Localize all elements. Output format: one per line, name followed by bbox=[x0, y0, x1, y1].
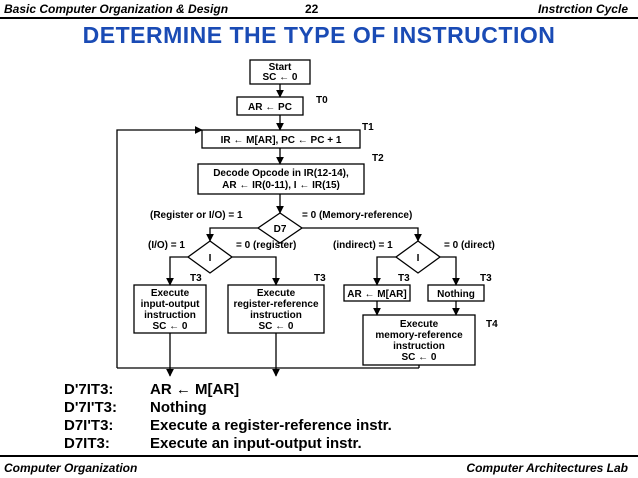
page-number: 22 bbox=[305, 2, 319, 16]
t3-io-label: T3 bbox=[190, 273, 202, 284]
exec-io-box bbox=[133, 284, 207, 334]
t2-label: T2 bbox=[372, 153, 384, 164]
exec-reg-line-1: Execute bbox=[257, 288, 296, 299]
legend-code: D'7I'T3: bbox=[64, 399, 117, 416]
start-label: Start bbox=[269, 62, 292, 73]
nothing-label: Nothing bbox=[437, 289, 475, 300]
exec-io-line-4: SC ← 0 bbox=[152, 321, 187, 332]
legend-row: D7I'T3: Execute a register-reference inst… bbox=[64, 417, 392, 434]
exec-io-line-3: instruction bbox=[144, 310, 196, 321]
header-section-title: Instrction Cycle bbox=[537, 2, 628, 16]
i-right-zero-label: = 0 (direct) bbox=[444, 240, 495, 251]
footer-right: Computer Architectures Lab bbox=[466, 461, 628, 475]
start-sc-label: SC ← 0 bbox=[262, 72, 297, 83]
legend-code: D'7IT3: bbox=[64, 381, 114, 398]
t0-box bbox=[236, 96, 304, 116]
legend-desc: AR ← M[AR] bbox=[150, 381, 240, 398]
i-left-label: I bbox=[209, 253, 212, 264]
legend-desc: Nothing bbox=[150, 399, 207, 416]
legend-row: D7IT3: Execute an input-output instr. bbox=[64, 435, 362, 452]
t1-box-label: IR ← M[AR], PC ← PC + 1 bbox=[221, 135, 342, 146]
t0-label: T0 bbox=[316, 95, 328, 106]
d7-label: D7 bbox=[274, 224, 287, 235]
t3-indirect-label: T3 bbox=[398, 273, 410, 284]
exec-mem-line-4: SC ← 0 bbox=[401, 352, 436, 363]
legend-row: D'7IT3: AR ← M[AR] bbox=[64, 381, 239, 398]
d7-zero-label: = 0 (Memory-reference) bbox=[302, 210, 412, 221]
t3-reg-label: T3 bbox=[314, 273, 326, 284]
exec-mem-line-3: instruction bbox=[393, 341, 445, 352]
legend-row: D'7I'T3: Nothing bbox=[64, 399, 207, 416]
legend-desc: Execute an input-output instr. bbox=[150, 435, 362, 452]
slide-title: DETERMINE THE TYPE OF INSTRUCTION bbox=[82, 22, 556, 48]
i-right-diamond bbox=[394, 240, 442, 274]
exec-reg-line-4: SC ← 0 bbox=[258, 321, 293, 332]
footer-divider bbox=[0, 455, 638, 457]
exec-reg-line-3: instruction bbox=[250, 310, 302, 321]
i-left-diamond bbox=[186, 240, 234, 274]
t0-box-label: AR ← PC bbox=[248, 102, 292, 113]
exec-mem-box bbox=[362, 314, 476, 366]
t1-label: T1 bbox=[362, 122, 374, 133]
header-course-title: Basic Computer Organization & Design bbox=[4, 2, 229, 16]
i-left-one-label: (I/O) = 1 bbox=[148, 240, 185, 251]
legend-code: D7I'T3: bbox=[64, 417, 114, 434]
t4-label: T4 bbox=[486, 319, 498, 330]
exec-mem-line-1: Execute bbox=[400, 319, 439, 330]
decode-box bbox=[197, 163, 365, 195]
i-right-label: I bbox=[417, 253, 420, 264]
decode-label-1: Decode Opcode in IR(12-14), bbox=[213, 168, 349, 179]
exec-io-line-1: Execute bbox=[151, 288, 190, 299]
legend-desc: Execute a register-reference instr. bbox=[150, 417, 392, 434]
footer-left: Computer Organization bbox=[4, 461, 138, 475]
exec-mem-line-2: memory-reference bbox=[375, 330, 463, 341]
decode-label-2: AR ← IR(0-11), I ← IR(15) bbox=[222, 180, 340, 191]
t3-direct-label: T3 bbox=[480, 273, 492, 284]
exec-reg-box bbox=[227, 284, 325, 334]
exec-reg-line-2: register-reference bbox=[233, 299, 318, 310]
i-right-one-label: (indirect) = 1 bbox=[333, 240, 393, 251]
header-divider bbox=[0, 17, 638, 19]
i-left-zero-label: = 0 (register) bbox=[236, 240, 296, 251]
legend-code: D7IT3: bbox=[64, 435, 110, 452]
d7-diamond bbox=[256, 212, 304, 244]
exec-io-line-2: input-output bbox=[141, 299, 201, 310]
ar-mar-label: AR ← M[AR] bbox=[347, 289, 406, 300]
d7-one-label: (Register or I/O) = 1 bbox=[150, 210, 243, 221]
